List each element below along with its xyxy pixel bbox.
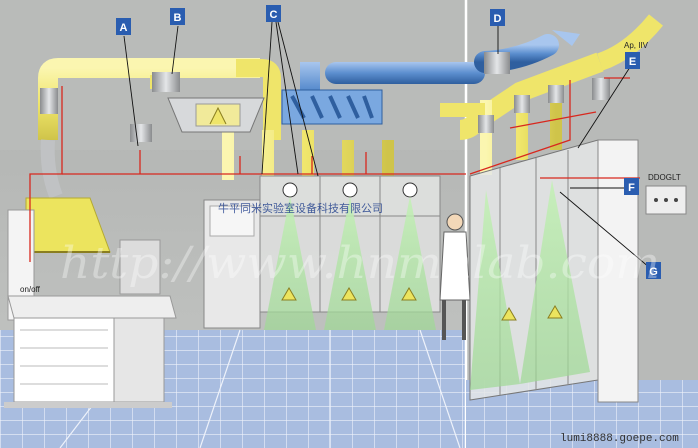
label-d: D	[490, 9, 505, 26]
label-c: C	[266, 5, 281, 22]
fume-hoods-right	[469, 139, 687, 403]
airflow-unit-label: Ap, IIV	[624, 41, 649, 50]
ceiling-diffuser	[167, 97, 265, 133]
svg-text:A: A	[120, 22, 128, 34]
watermark-cn: 牛平同米实验室设备科技有限公司	[218, 201, 383, 215]
label-leader-lines	[123, 21, 651, 269]
canopy-hood	[25, 139, 111, 253]
image-credit: lumi8888.goepe.com	[560, 433, 679, 445]
fume-hoods-center	[203, 175, 441, 330]
label-e: E	[625, 52, 640, 69]
svg-text:D: D	[494, 13, 502, 25]
red-control-wiring	[29, 77, 640, 262]
ddog-panel-label: DDOGLT	[648, 173, 681, 182]
label-f: F	[624, 178, 639, 195]
svg-text:C: C	[270, 9, 278, 21]
svg-text:B: B	[174, 12, 182, 24]
svg-text:G: G	[649, 266, 658, 278]
svg-text:F: F	[628, 182, 635, 194]
label-g: G	[646, 262, 661, 279]
yellow-exhaust-duct	[38, 14, 663, 330]
svg-text:E: E	[629, 56, 636, 68]
on-off-switch-label: on/off	[20, 285, 41, 294]
watermark-latin: http://www.hnmnlab.com	[60, 238, 660, 289]
label-a: A	[116, 18, 131, 35]
label-b: B	[170, 8, 185, 25]
